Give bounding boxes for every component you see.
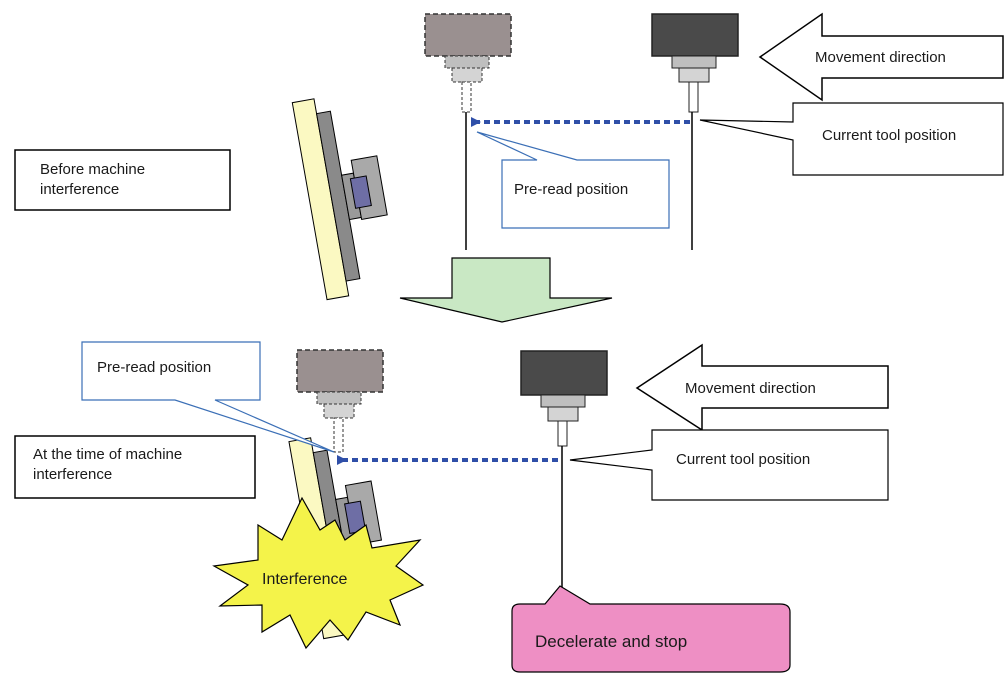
top-current-tool [651, 13, 739, 113]
bottom-current-position-callout: Current tool position [569, 429, 889, 501]
top-current-position-label: Current tool position [822, 127, 956, 144]
bottom-ghost-holder [323, 403, 355, 419]
top-ghost-holder [451, 67, 483, 83]
bottom-current-spindle [540, 394, 586, 408]
transition-down-arrow [399, 257, 613, 323]
bottom-current-tool [520, 350, 608, 447]
top-current-tool-head [651, 13, 739, 57]
top-movement-direction-arrow: Movement direction [758, 12, 1004, 102]
bottom-ghost-bit [333, 417, 344, 453]
top-current-position-callout: Current tool position [699, 102, 1004, 176]
top-state-label-line2: interference [40, 181, 119, 198]
top-state-label-box: Before machine interference [14, 149, 231, 211]
decelerate-stop-callout: Decelerate and stop [511, 585, 791, 673]
top-workpiece [291, 98, 388, 301]
top-current-spindle [671, 55, 717, 69]
top-preread-callout: Pre-read position [476, 131, 670, 229]
bottom-current-tool-head [520, 350, 608, 396]
top-state-label-line1: Before machine [40, 161, 145, 178]
decelerate-stop-label: Decelerate and stop [535, 632, 687, 651]
interference-burst: Interference [212, 496, 425, 650]
top-ghost-spindle [444, 55, 490, 69]
interference-label: Interference [262, 571, 347, 588]
bottom-ghost-tool-head [296, 349, 384, 393]
top-movement-direction-label: Movement direction [815, 49, 946, 66]
bottom-preread-callout: Pre-read position [81, 341, 335, 453]
top-panel: Before machine interference [14, 12, 1004, 301]
top-ghost-tool-head [424, 13, 512, 57]
bottom-preread-label: Pre-read position [97, 359, 211, 376]
bottom-state-label-line1: At the time of machine [33, 446, 182, 463]
bottom-movement-direction-arrow: Movement direction [635, 343, 889, 432]
bottom-current-holder [547, 406, 579, 422]
bottom-current-bit [557, 420, 568, 447]
top-current-holder [678, 67, 710, 83]
bottom-current-position-label: Current tool position [676, 451, 810, 468]
bottom-ghost-tool [296, 349, 384, 453]
bottom-panel: At the time of machine interference [14, 341, 889, 673]
top-ghost-tool [424, 13, 512, 113]
bottom-state-label-line2: interference [33, 466, 112, 483]
top-clamp-block [349, 175, 372, 209]
bottom-state-label-box: At the time of machine interference [14, 435, 256, 499]
bottom-ghost-spindle [316, 391, 362, 405]
top-ghost-bit [461, 81, 472, 113]
top-current-bit [688, 81, 699, 113]
top-preread-label: Pre-read position [514, 181, 628, 198]
bottom-movement-direction-label: Movement direction [685, 380, 816, 397]
